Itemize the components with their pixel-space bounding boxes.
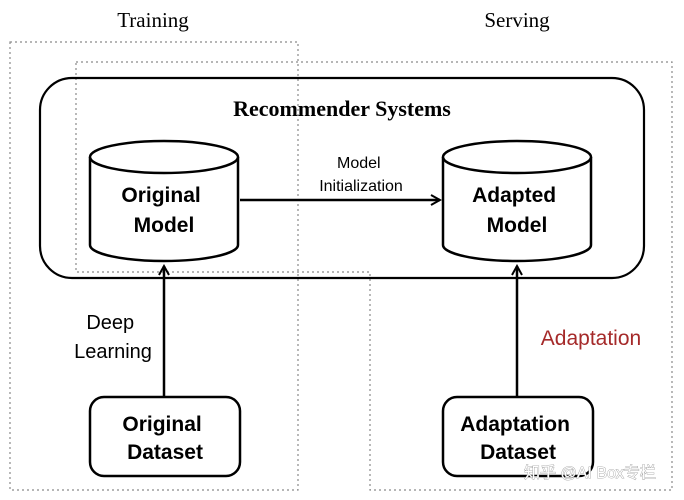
serving-label: Serving — [484, 8, 550, 32]
adapted-model-label-line2: Model — [487, 214, 548, 237]
original-dataset-label-line2: Dataset — [127, 441, 203, 464]
recommender-systems-box — [38, 76, 646, 280]
adaptation-dataset-box: Adaptation Dataset — [441, 395, 595, 478]
svg-text:Deep Learning: Deep Learning — [74, 312, 152, 363]
svg-text:Model Initialization: Model Initialization — [319, 155, 403, 195]
original-dataset-label-line1: Original — [122, 413, 201, 436]
svg-text:Original Dataset: Original Dataset — [122, 413, 207, 464]
model-init-label-line1: Model — [337, 155, 381, 172]
adapted-model-label-line1: Adapted — [472, 184, 556, 207]
deep-learning-label-line2: Learning — [74, 341, 152, 363]
svg-text:Adapted Model: Adapted Model — [472, 184, 562, 237]
original-model-cylinder: Original Model — [88, 139, 240, 263]
serving-region — [75, 61, 673, 491]
original-dataset-box: Original Dataset — [88, 395, 242, 478]
original-model-label-line1: Original — [121, 184, 200, 207]
adaptation-dataset-label-line2: Dataset — [480, 441, 556, 464]
training-label: Training — [117, 8, 189, 32]
svg-text:Original Model: Original Model — [121, 184, 206, 237]
original-model-label-line2: Model — [134, 214, 195, 237]
model-init-label-line2: Initialization — [319, 178, 403, 195]
watermark: 知乎 @AI Box专栏 — [524, 464, 656, 482]
adapted-model-cylinder: Adapted Model — [441, 139, 593, 263]
training-region — [9, 41, 299, 491]
adaptation-dataset-label-line1: Adaptation — [460, 413, 570, 436]
deep-learning-label-line1: Deep — [86, 312, 134, 334]
svg-text:Adaptation Dataset: Adaptation Dataset — [460, 413, 576, 464]
recommender-systems-title: Recommender Systems — [233, 96, 451, 121]
adaptation-label: Adaptation — [541, 327, 641, 350]
